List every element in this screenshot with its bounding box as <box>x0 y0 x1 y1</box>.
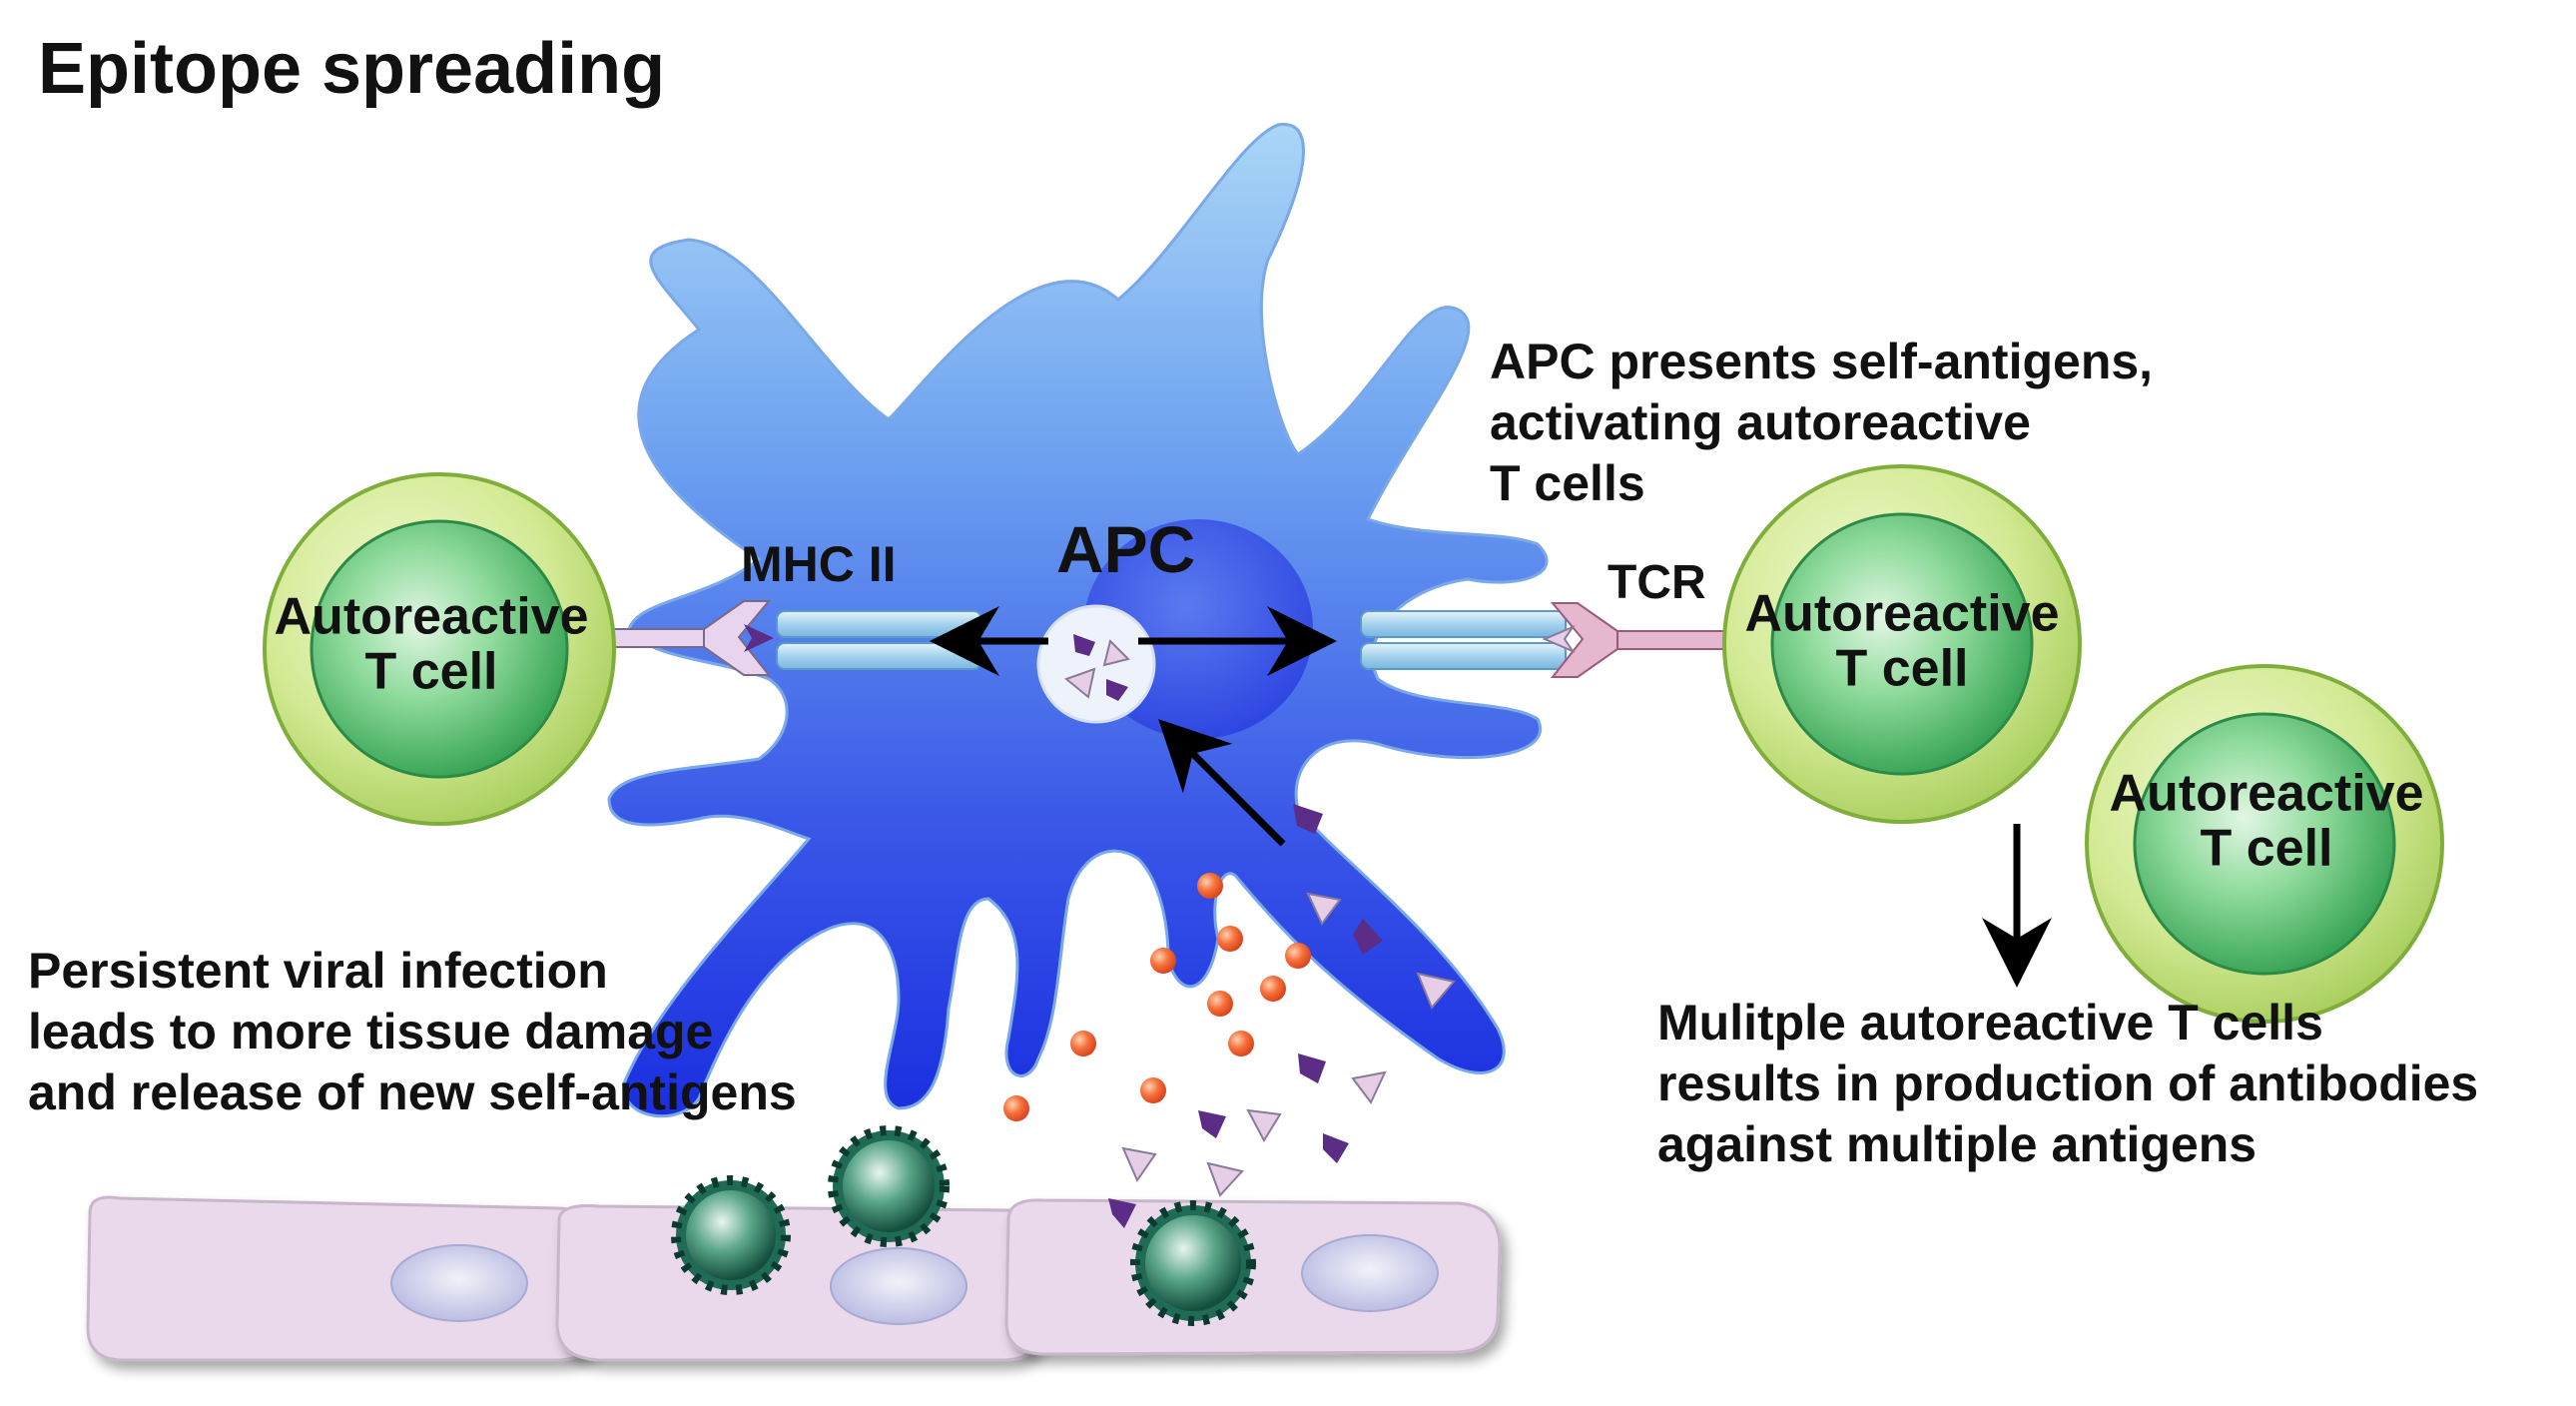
t-cell-right-line2: T cell <box>1835 639 1969 697</box>
tissue-nucleus-1 <box>390 1244 528 1322</box>
t-cell-third-line1: Autoreactive <box>2109 764 2424 823</box>
apc-label: APC <box>1056 512 1196 586</box>
apc-presents-line1: APC presents self-antigens, <box>1490 334 2154 389</box>
tissue-layer <box>86 1195 1502 1362</box>
t-cell-right-label: Autoreactive T cell <box>1745 586 2060 695</box>
persistent-infection-annotation: Persistent viral infection leads to more… <box>28 941 797 1123</box>
apc-presents-line2: activating autoreactive <box>1490 394 2031 450</box>
tcr-right <box>1542 602 1736 678</box>
tissue-cell-2 <box>555 1204 1045 1362</box>
mhc-ii-label: MHC II <box>741 536 897 592</box>
multiple-tcells-annotation: Mulitple autoreactive T cells results in… <box>1657 993 2478 1175</box>
virus-3 <box>1130 1200 1256 1326</box>
t-cell-right <box>1722 464 2082 824</box>
t-cell-left-line2: T cell <box>364 642 498 700</box>
uptake-arrow <box>1158 719 1286 847</box>
diagram-title: Epitope spreading <box>38 29 666 109</box>
multiple-line1: Mulitple autoreactive T cells <box>1657 995 2323 1051</box>
t-cell-left <box>263 472 616 826</box>
t-cell-left-label: Autoreactive T cell <box>275 589 589 698</box>
t-cell-third-label: Autoreactive T cell <box>2110 766 2424 875</box>
mhc-ii-receptor-right <box>1360 610 1567 670</box>
multiple-line2: results in production of antibodies <box>1657 1055 2479 1111</box>
apc-presents-annotation: APC presents self-antigens, activating a… <box>1490 332 2153 514</box>
antigen-fragments <box>1108 804 1456 1228</box>
virus-2 <box>828 1125 950 1247</box>
t-cell-third-line2: T cell <box>2200 819 2333 877</box>
multiple-line3: against multiple antigens <box>1657 1116 2257 1172</box>
tissue-nucleus-3 <box>1301 1234 1439 1312</box>
tcr-label: TCR <box>1608 556 1706 609</box>
persistent-line1: Persistent viral infection <box>28 943 608 999</box>
tissue-nucleus-2 <box>830 1247 967 1325</box>
apc-presents-line3: T cells <box>1490 455 1645 511</box>
virus-1 <box>671 1175 791 1295</box>
t-cell-left-line1: Autoreactive <box>274 587 589 646</box>
persistent-line3: and release of new self-antigens <box>28 1064 797 1120</box>
released-particles <box>1003 873 1311 1121</box>
phagosome <box>1036 604 1156 724</box>
t-cell-right-line1: Autoreactive <box>1744 584 2060 643</box>
t-cell-third <box>2085 664 2444 1024</box>
persistent-line2: leads to more tissue damage <box>28 1004 714 1059</box>
